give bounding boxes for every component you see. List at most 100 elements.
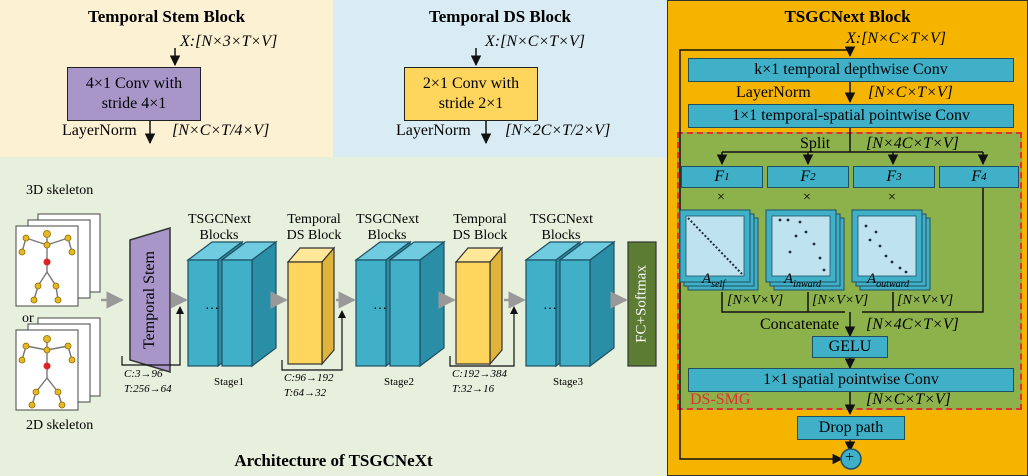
- f1-sub: 1: [724, 171, 730, 183]
- temporal-stem-panel: Temporal Stem Block X:[N×3×T×V] 4×1 Conv…: [0, 0, 333, 157]
- f3-sub: 3: [896, 171, 902, 183]
- ds-input-dim: X:[N×C×T×V]: [485, 33, 585, 50]
- ds2-block-shape: [454, 246, 504, 366]
- stage3-blocks: [524, 240, 616, 368]
- ds2-title-line1: Temporal: [453, 212, 507, 227]
- residual-plus: +: [845, 449, 855, 466]
- skeleton-2d-icon: [15, 317, 101, 411]
- f3-letter: F: [886, 168, 897, 185]
- ds-output-dim: [N×2C×T/2×V]: [505, 122, 611, 139]
- spatial-pointwise-box: 1×1 spatial pointwise Conv: [688, 368, 1014, 392]
- a-self-letter: A: [702, 271, 712, 287]
- a-inward-sub: inward: [793, 279, 822, 290]
- temporal-stem-label: Temporal Stem: [141, 251, 158, 349]
- stage3-dots: ···: [543, 302, 557, 317]
- stage2-title-line1: TSGCNext: [356, 212, 419, 227]
- concatenate-label: Concatenate: [760, 316, 840, 333]
- ds2-time-note: T:32→16: [452, 383, 495, 395]
- tsgc-layernorm-dim: [N×C×T×V]: [868, 84, 953, 101]
- stem-channel-note: C:3→96: [124, 368, 163, 380]
- tsgc-layernorm: LayerNorm: [736, 84, 811, 101]
- ds-conv-line1: 2×1 Conv with: [422, 75, 520, 92]
- fc-softmax-box: [627, 241, 657, 367]
- a-inward-dim: [N×V×V]: [812, 293, 869, 308]
- ds-conv-line2: stride 2×1: [438, 95, 504, 112]
- stage1-dots: ···: [205, 302, 219, 317]
- stem-title: Temporal Stem Block: [87, 7, 246, 26]
- f2-sub: 2: [810, 171, 816, 183]
- tsgc-input-dim: X:[N×C×T×V]: [846, 30, 946, 47]
- stem-output-dim: [N×C×T/4×V]: [172, 122, 270, 139]
- ds1-title-line1: Temporal: [287, 212, 341, 227]
- concatenate-dim: [N×4C×T×V]: [866, 316, 959, 333]
- skeleton-3d-icon: [15, 213, 101, 307]
- a-outward-sub: outward: [876, 279, 910, 290]
- a-outward-letter: A: [867, 271, 877, 287]
- f4-sub: 4: [981, 171, 987, 183]
- stem-conv-line1: 4×1 Conv with: [85, 75, 183, 92]
- stem-conv-box: 4×1 Conv with stride 4×1: [67, 67, 201, 121]
- stage1-title-line1: TSGCNext: [188, 212, 251, 227]
- ds-title: Temporal DS Block: [428, 7, 571, 26]
- stage3-title-line2: Blocks: [541, 228, 581, 243]
- multiply-sign-1: ×: [717, 190, 725, 205]
- ds-conv-box: 2×1 Conv with stride 2×1: [404, 67, 538, 121]
- dssmg-label: DS-SMG: [690, 391, 751, 408]
- stage1-title-line2: Blocks: [199, 228, 239, 243]
- ds1-title-line2: DS Block: [286, 228, 342, 243]
- a-inward-label: Ainward: [784, 271, 821, 290]
- ds1-time-note: T:64→32: [284, 387, 327, 399]
- ds1-block-shape: [286, 246, 336, 366]
- ds1-bracket: [281, 316, 343, 371]
- a-outward-label: Aoutward: [867, 271, 909, 290]
- split-dim: [N×4C×T×V]: [866, 135, 959, 152]
- stage3-title-line1: TSGCNext: [530, 212, 593, 227]
- ds-layernorm: LayerNorm: [396, 122, 471, 139]
- stage2-blocks: [354, 240, 446, 368]
- gelu-box: GELU: [812, 336, 888, 358]
- stem-input-dim: X:[N×3×T×V]: [180, 33, 278, 50]
- a-self-dim: [N×V×V]: [727, 293, 784, 308]
- a-inward-letter: A: [784, 271, 794, 287]
- adjacency-inward: [765, 209, 845, 291]
- stage1-label: Stage1: [214, 376, 244, 388]
- fc-softmax-label: FC+Softmax: [633, 265, 650, 343]
- residual-add-node: [840, 448, 862, 470]
- f2-letter: F: [800, 168, 811, 185]
- f1-letter: F: [714, 168, 725, 185]
- or-label: or: [22, 311, 34, 326]
- stem-conv-line2: stride 4×1: [101, 95, 167, 112]
- a-self-label: Aself: [702, 271, 725, 290]
- stem-time-note: T:256→64: [124, 383, 172, 395]
- a-outward-dim: [N×V×V]: [897, 293, 954, 308]
- stage2-title-line2: Blocks: [367, 228, 407, 243]
- tsgc-title: TSGCNext Block: [784, 7, 911, 26]
- temporal-ds-panel: Temporal DS Block X:[N×C×T×V] 2×1 Conv w…: [333, 0, 667, 157]
- architecture-caption: Architecture of TSGCNeXt: [234, 451, 433, 470]
- multiply-sign-2: ×: [803, 190, 811, 205]
- split-label: Split: [800, 135, 831, 152]
- drop-path-box: Drop path: [797, 416, 905, 440]
- temporal-stem-shape: [129, 226, 171, 374]
- skeleton-3d-label: 3D skeleton: [26, 183, 94, 198]
- stem-bracket: [121, 312, 181, 366]
- adjacency-self: [679, 209, 759, 291]
- multiply-sign-3: ×: [888, 190, 896, 205]
- temporal-spatial-pointwise-box: 1×1 temporal-spatial pointwise Conv: [688, 104, 1014, 128]
- ds2-title-line2: DS Block: [452, 228, 508, 243]
- depthwise-conv-box: k×1 temporal depthwise Conv: [688, 58, 1014, 82]
- ds2-channel-note: C:192→384: [452, 368, 507, 380]
- f4-letter: F: [971, 168, 982, 185]
- stage2-label: Stage2: [384, 376, 414, 388]
- stem-layernorm: LayerNorm: [62, 122, 137, 139]
- a-self-sub: self: [711, 279, 726, 290]
